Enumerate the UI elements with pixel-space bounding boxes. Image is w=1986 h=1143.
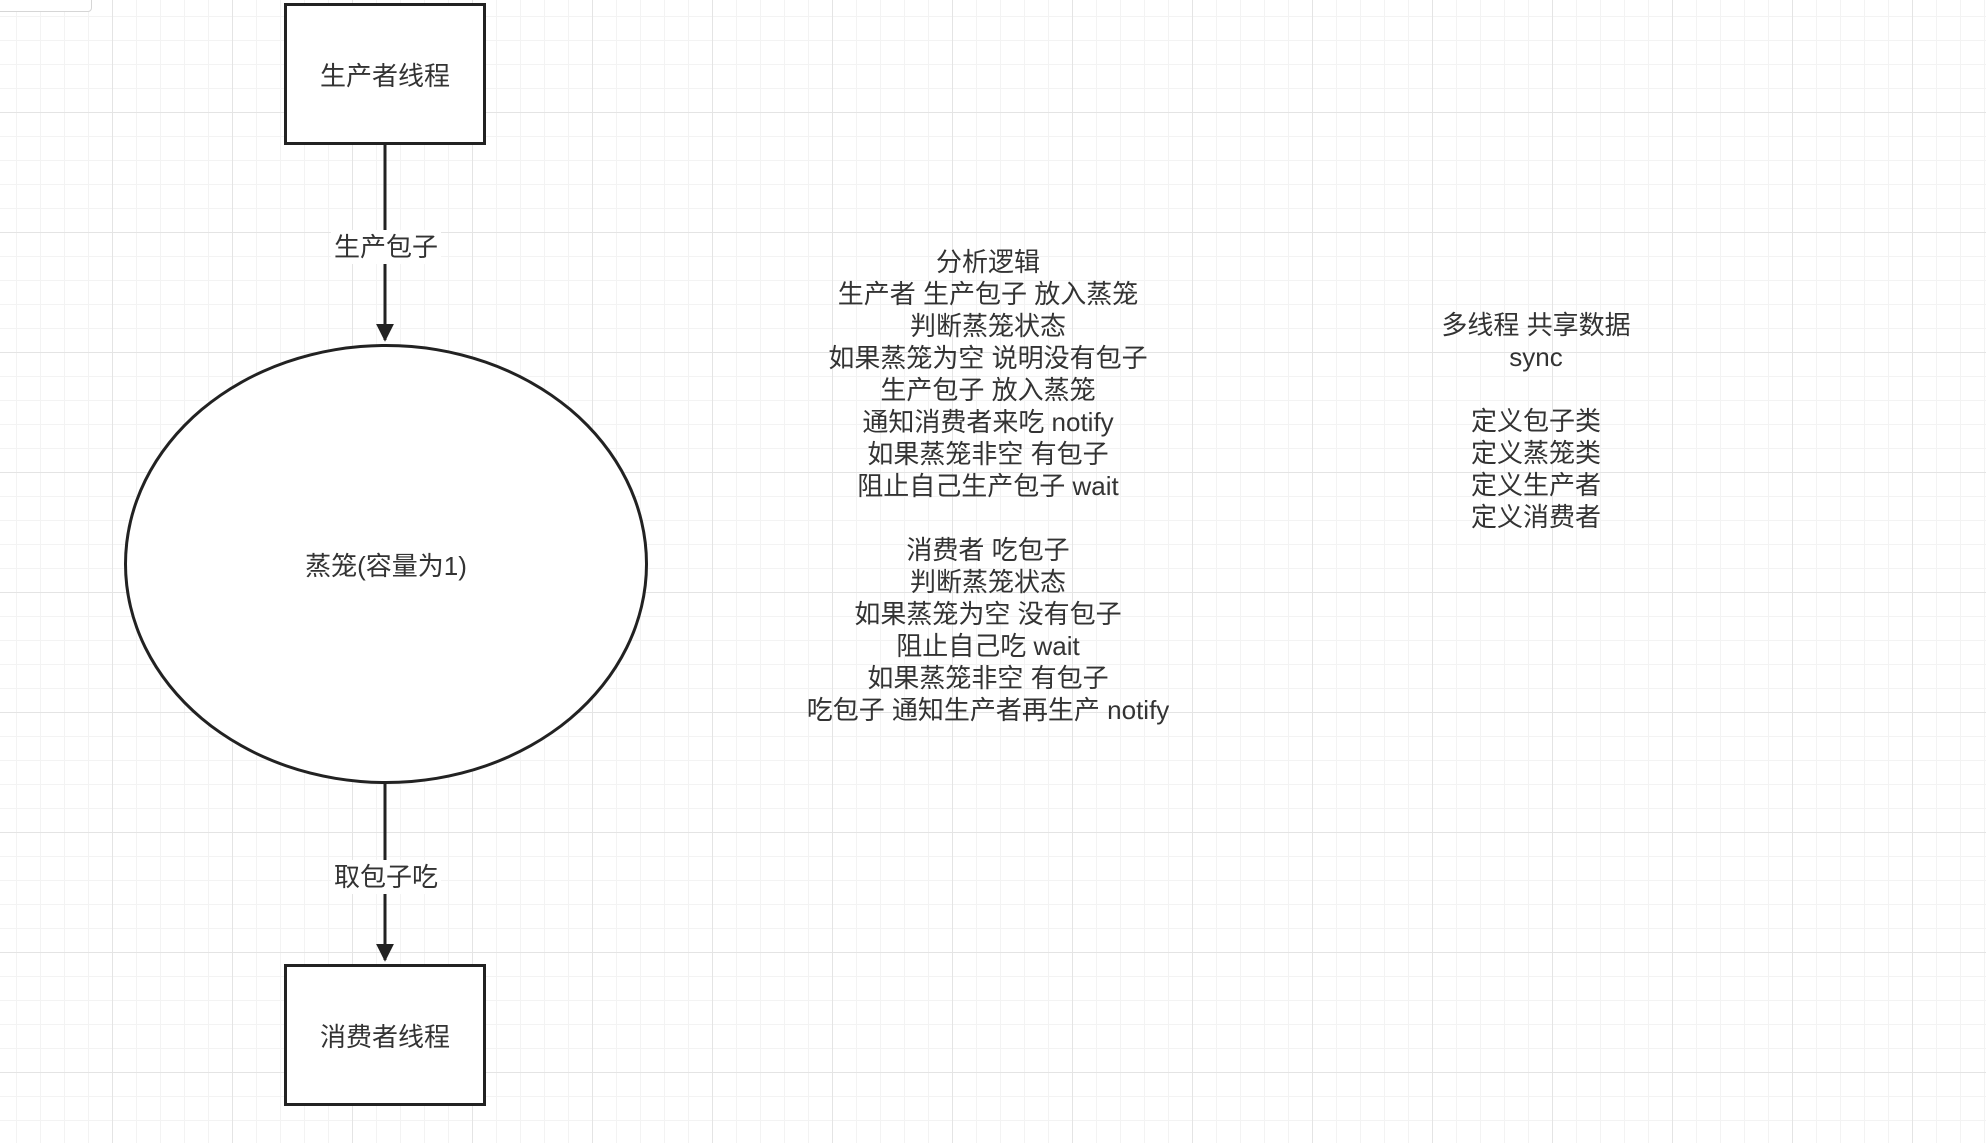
analysis-line bbox=[688, 502, 1288, 534]
analysis-line: 判断蒸笼状态 bbox=[909, 311, 1066, 341]
summary-line: 定义包子类 bbox=[1470, 406, 1601, 436]
summary-line bbox=[1336, 373, 1736, 405]
analysis-line: 消费者 吃包子 bbox=[906, 535, 1070, 565]
analysis-line: 如果蒸笼非空 有包子 bbox=[867, 439, 1109, 469]
analysis-line: 生产者 生产包子 放入蒸笼 bbox=[837, 279, 1139, 309]
corner-panel[interactable] bbox=[0, 0, 92, 12]
analysis-line: 如果蒸笼为空 说明没有包子 bbox=[828, 343, 1148, 373]
summary-line: 定义生产者 bbox=[1470, 470, 1601, 500]
producer-thread-node[interactable]: 生产者线程 bbox=[284, 3, 486, 145]
consumer-thread-node[interactable]: 消费者线程 bbox=[284, 964, 486, 1106]
summary-text-block[interactable]: 多线程 共享数据 sync 定义包子类 定义蒸笼类 定义生产者 定义消费者 bbox=[1336, 309, 1736, 533]
steamer-label: 蒸笼(容量为1) bbox=[305, 550, 467, 581]
steamer-node[interactable]: 蒸笼(容量为1) bbox=[124, 344, 648, 784]
analysis-line: 阻止自己吃 wait bbox=[896, 631, 1080, 661]
analysis-line: 通知消费者来吃 notify bbox=[862, 407, 1114, 437]
analysis-text-block[interactable]: 分析逻辑 生产者 生产包子 放入蒸笼 判断蒸笼状态 如果蒸笼为空 说明没有包子 … bbox=[688, 246, 1288, 726]
summary-line: 定义消费者 bbox=[1470, 502, 1601, 532]
consumer-thread-label: 消费者线程 bbox=[319, 1021, 450, 1052]
edge-label-take: 取包子吃 bbox=[331, 860, 442, 894]
summary-line: 定义蒸笼类 bbox=[1470, 438, 1601, 468]
analysis-line: 阻止自己生产包子 wait bbox=[857, 471, 1119, 501]
edge-label-produce: 生产包子 bbox=[331, 230, 442, 264]
producer-thread-label: 生产者线程 bbox=[319, 60, 450, 91]
summary-line: sync bbox=[1509, 342, 1563, 372]
analysis-line: 生产包子 放入蒸笼 bbox=[880, 375, 1096, 405]
summary-line: 多线程 共享数据 bbox=[1441, 310, 1631, 340]
analysis-line: 吃包子 通知生产者再生产 notify bbox=[806, 695, 1170, 725]
analysis-line: 判断蒸笼状态 bbox=[909, 567, 1066, 597]
analysis-line: 分析逻辑 bbox=[935, 247, 1040, 277]
analysis-line: 如果蒸笼非空 有包子 bbox=[867, 663, 1109, 693]
analysis-line: 如果蒸笼为空 没有包子 bbox=[854, 599, 1122, 629]
